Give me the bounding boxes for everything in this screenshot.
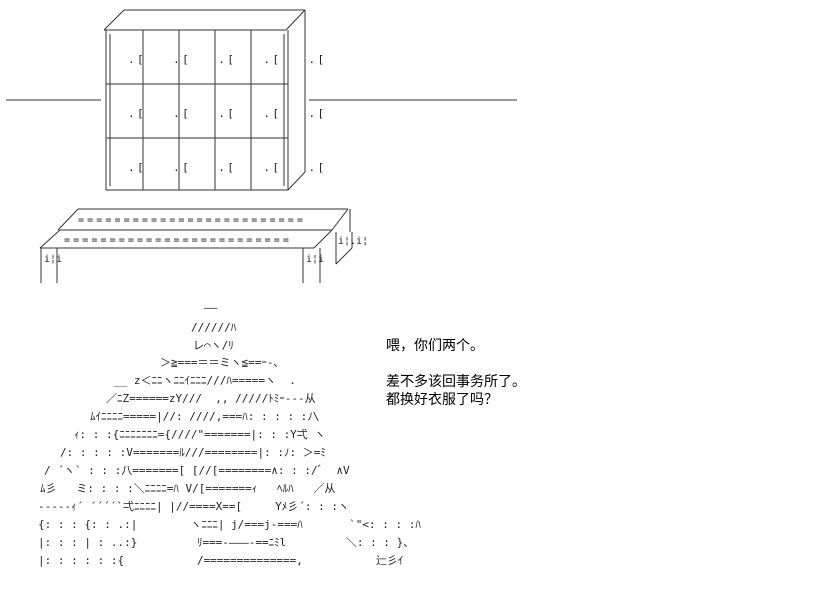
bench-top-pattern-2: ========================= [64,235,292,246]
bench-leg-left-mark: i¦i [44,254,62,265]
bench [39,208,353,283]
figure-line-5: __ z＜ﾆﾆヽﾆﾆｲﾆﾆﾆ///ﾊ=====ヽ . [114,374,296,387]
dialogue-line-3: 都换好衣服了吗？ [386,392,498,408]
figure-line-13: {: : : {: : .:| ヽﾆﾆﾆ| j/===j-===ﾊ `"<: :… [38,518,421,531]
figure-line-2: //////ﾊ [191,321,237,334]
figure-line-9: /: : : : :V=======ﾙ///========|: :ﾉ: ＞=ﾐ [60,446,326,459]
figure-line-15: |: : : : : :{ /==============, 辷彡ｲ [38,554,403,567]
dialogue-gap [386,355,526,373]
dialogue-line-2: 差不多该回事务所了。 [386,374,526,390]
figure-line-14: |: : : | : ..:} ﾘ===-―――-==ﾆﾐl ＼: : : }、 [38,536,414,549]
locker-unit [103,9,306,191]
dialogue-line-1: 喂，你们两个。 [386,338,484,354]
figure-line-7: ﾑｲﾆﾆﾆﾆ=====|//: ////,===ﾊ: : : : :ﾉ\ [90,410,319,423]
character-figure: ―― //////ﾊ レ⌒ヽ/ﾘ ＞≧===＝＝ミヽ≦==ｰ‐､ __ z＜ﾆﾆ… [38,301,421,567]
dialogue-box: 喂，你们两个。 差不多该回事务所了。 都换好衣服了吗？ [386,337,526,409]
locker-handles-row2: .[ .[ .[ .[ .[ [128,107,327,120]
locker-handles-row1: .[ .[ .[ .[ .[ [128,53,327,66]
figure-line-6: ／ﾆZ======zY/// ,, /////ﾄﾐｰ‐‐‐从 [106,392,316,405]
bench-top-pattern-1: ========================= [78,215,306,226]
figure-line-4: ＞≧===＝＝ミヽ≦==ｰ‐､ [160,356,279,369]
figure-line-8: ｨ: : :{ﾆﾆﾆﾆﾆﾆﾆ={////"=======|: : :Y弌 ヽ [74,428,325,441]
figure-line-10: / ´ヽ` : : :八=======[ [//[========∧: : :/… [44,464,350,477]
bench-side-mark: i¦.i¦ [338,236,368,247]
locker-handles-row3: .[ .[ .[ .[ .[ [128,161,327,174]
figure-line-1: ―― [204,301,218,314]
figure-line-3: レ⌒ヽ/ﾘ [193,339,234,352]
figure-line-11: ﾑ彡 ミ: : : :＼ﾆﾆﾆﾆ=ﾊ V/[=======ｨ ﾍﾙﾊ ／从 [40,482,335,495]
figure-line-12: ‐‐‐‐‐ｨ´ ´´´´`弌ﾆﾆﾆﾆ| |//====X==[ Yﾒ彡´: : … [38,500,349,513]
bench-leg-right-mark: i¦i [306,254,324,265]
